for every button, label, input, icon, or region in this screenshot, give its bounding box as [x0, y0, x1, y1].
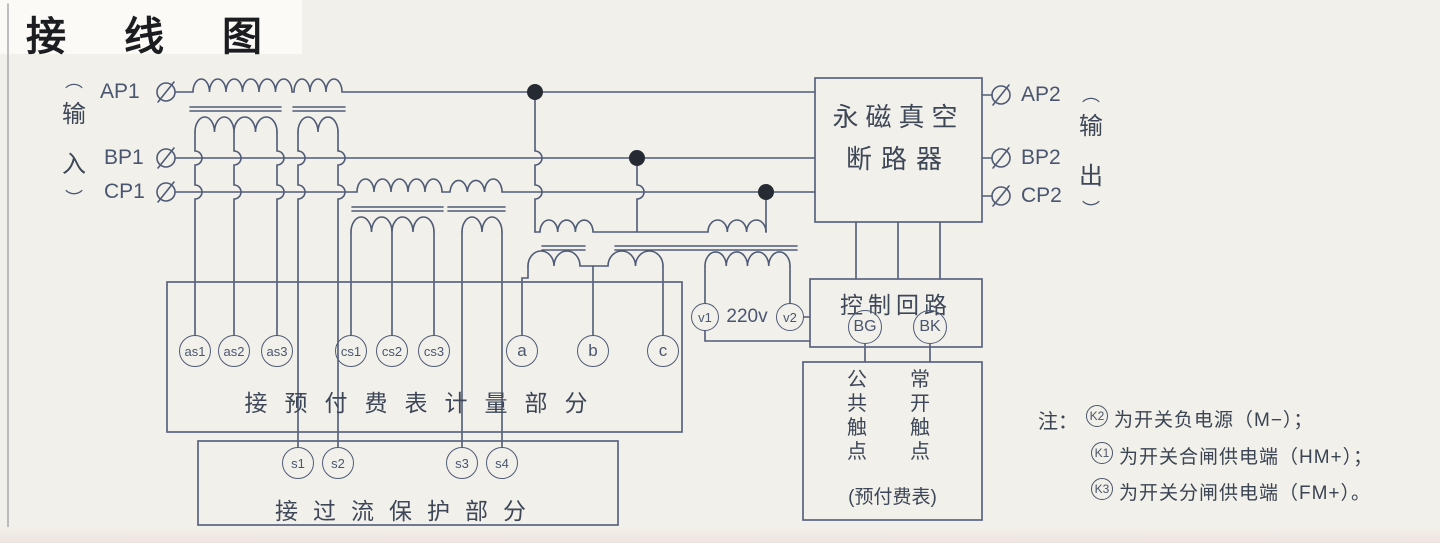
note-key-k1: K1 — [1091, 442, 1113, 464]
terminal-cs3: cs3 — [418, 335, 450, 367]
terminal-bg: BG — [848, 310, 882, 344]
terminal-cs1: cs1 — [335, 335, 367, 367]
ct-core-bars — [189, 106, 506, 212]
lead-a — [521, 265, 529, 336]
pt-secondary-abc — [527, 250, 664, 267]
phase-c-line — [175, 178, 816, 193]
phase-label-bp2: BP2 — [1021, 146, 1061, 169]
ct-secondary-coils-a — [194, 116, 339, 133]
input-direction-label: ︵ 输入 ︶ — [62, 71, 86, 209]
paren-top: ︵ — [1082, 85, 1100, 105]
terminal-s1: s1 — [282, 447, 314, 479]
title-strip — [0, 0, 302, 54]
note-key-k2: K2 — [1086, 405, 1108, 427]
contact-no-label: 常开触点 — [910, 369, 930, 463]
lead-as1 — [194, 131, 203, 336]
notes-prefix: 注： — [1038, 411, 1078, 433]
note-text-k2: 为开关负电源（M−）； — [1114, 410, 1314, 431]
lead-s1 — [297, 131, 306, 448]
terminal-as2: as2 — [218, 335, 250, 367]
terminal-s3: s3 — [446, 447, 478, 479]
output-direction-label: ︵ 输出 ︶ — [1079, 85, 1103, 220]
terminal-a: a — [506, 335, 538, 367]
contact-box — [802, 361, 983, 521]
pt-primary-coils — [534, 219, 767, 233]
ct-secondary-coils-c — [350, 216, 503, 233]
note-key-k3: K3 — [1091, 478, 1113, 500]
terminal-bk: BK — [913, 310, 947, 344]
page-title: 接线图 — [26, 15, 320, 59]
metering-box — [166, 281, 683, 433]
breaker-control-wires — [855, 221, 941, 280]
output-stubs — [981, 94, 993, 197]
terminal-v1: v1 — [691, 303, 719, 331]
voltage-label: 220v — [726, 306, 768, 327]
terminal-s2: s2 — [322, 447, 354, 479]
terminal-b: b — [577, 335, 609, 367]
pt-drop-a — [534, 91, 543, 233]
terminal-v2: v2 — [776, 303, 804, 331]
note-text-k1: 为开关合闸供电端（HM+）； — [1119, 447, 1374, 468]
phase-label-ap2: AP2 — [1021, 83, 1061, 106]
lead-s2 — [337, 131, 346, 448]
breaker-label: 永磁真空 断路器 — [832, 102, 965, 174]
pt-core-bars — [541, 245, 798, 251]
control-box-title: 控制回路 — [840, 292, 952, 318]
phase-label-ap1: AP1 — [100, 80, 140, 103]
metering-box-label: 接预付费表计量部分 — [244, 390, 605, 416]
protection-box-label: 接过流保护部分 — [275, 498, 541, 524]
protection-box — [197, 440, 619, 526]
control-box — [809, 278, 983, 348]
phase-label-cp1: CP1 — [104, 180, 145, 203]
lead-as2 — [233, 131, 242, 336]
junction-dot — [758, 184, 774, 200]
breaker-box — [814, 77, 983, 223]
junction-dot — [629, 150, 645, 166]
phase-a-line — [175, 78, 816, 93]
terminal-as3: as3 — [261, 335, 293, 367]
terminal-s4: s4 — [486, 447, 518, 479]
lead-as3 — [276, 131, 285, 336]
phase-label-cp2: CP2 — [1021, 184, 1062, 207]
phase-label-bp1: BP1 — [104, 146, 144, 169]
v1-to-control — [704, 330, 811, 342]
paren-bottom: ︶ — [1082, 199, 1100, 220]
pt-secondary-220v — [704, 251, 791, 267]
paren-bottom: ︶ — [65, 189, 83, 209]
paren-top: ︵ — [65, 71, 83, 91]
contact-caption: (预付费表) — [848, 487, 937, 508]
phase-terminal-icon — [156, 81, 1011, 207]
terminal-c: c — [647, 335, 679, 367]
terminal-as1: as1 — [179, 335, 211, 367]
contact-common-label: 公共触点 — [847, 369, 867, 463]
note-text-k3: 为开关分闸供电端（FM+）。 — [1119, 483, 1372, 504]
terminal-cs2: cs2 — [376, 335, 408, 367]
pt-drop-b — [636, 157, 645, 233]
junction-dot — [527, 84, 543, 100]
